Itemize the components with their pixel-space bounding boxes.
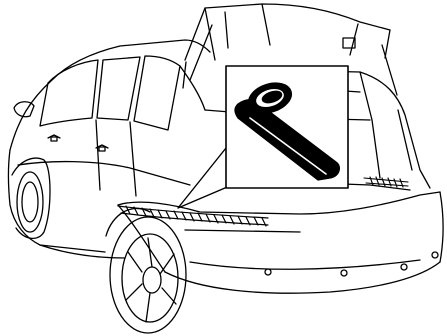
rear-wheel: [106, 208, 186, 333]
callout-pointer: [178, 148, 232, 208]
callout-box: [226, 66, 348, 188]
vehicle-body: [9, 40, 211, 258]
